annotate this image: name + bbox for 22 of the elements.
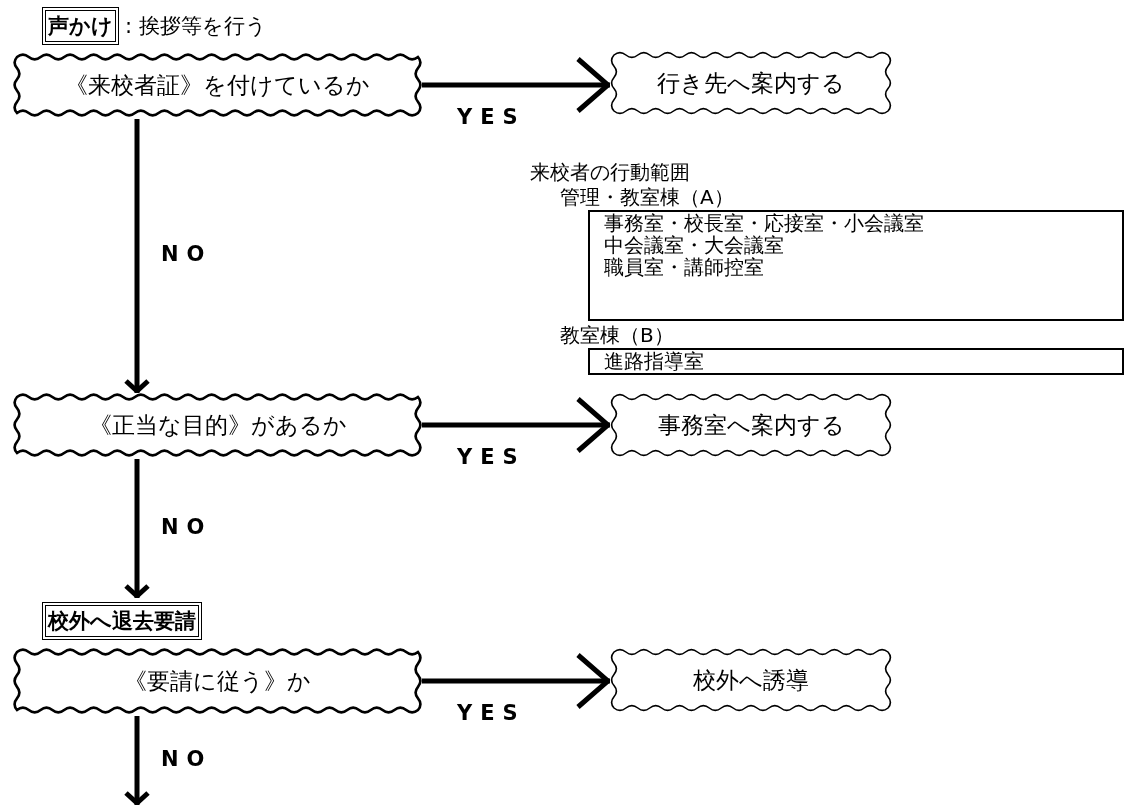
- heading-label: 声かけ: [42, 7, 119, 45]
- section-heading: 教室棟（B）: [560, 323, 674, 347]
- section-heading: 管理・教室棟（A）: [560, 185, 734, 209]
- arrow: [123, 716, 151, 806]
- process-box: 行き先へ案内する: [612, 53, 890, 113]
- room-text: 事務室・校長室・応接室・小会議室: [603, 212, 925, 234]
- process-box: 校外へ誘導: [612, 650, 890, 710]
- arrow: [123, 459, 151, 599]
- decision-box: 《要請に従う》か: [15, 650, 420, 712]
- room-text: 中会議室・大会議室: [603, 234, 785, 256]
- section-title: 来校者の行動範囲: [530, 160, 690, 184]
- arrow: [422, 396, 611, 454]
- process-box: 事務室へ案内する: [612, 395, 890, 455]
- arrow: [422, 652, 611, 710]
- note-text: : 挨拶等を行う: [125, 13, 267, 40]
- room-text: 職員室・講師控室: [603, 256, 765, 278]
- heading-label: 校外へ退去要請: [42, 602, 202, 640]
- decision-box: 《正当な目的》があるか: [15, 395, 420, 455]
- decision-box: 《来校者証》を付けているか: [15, 55, 420, 115]
- arrow: [123, 119, 151, 394]
- arrow: [422, 56, 611, 114]
- room-text: 進路指導室: [603, 350, 705, 372]
